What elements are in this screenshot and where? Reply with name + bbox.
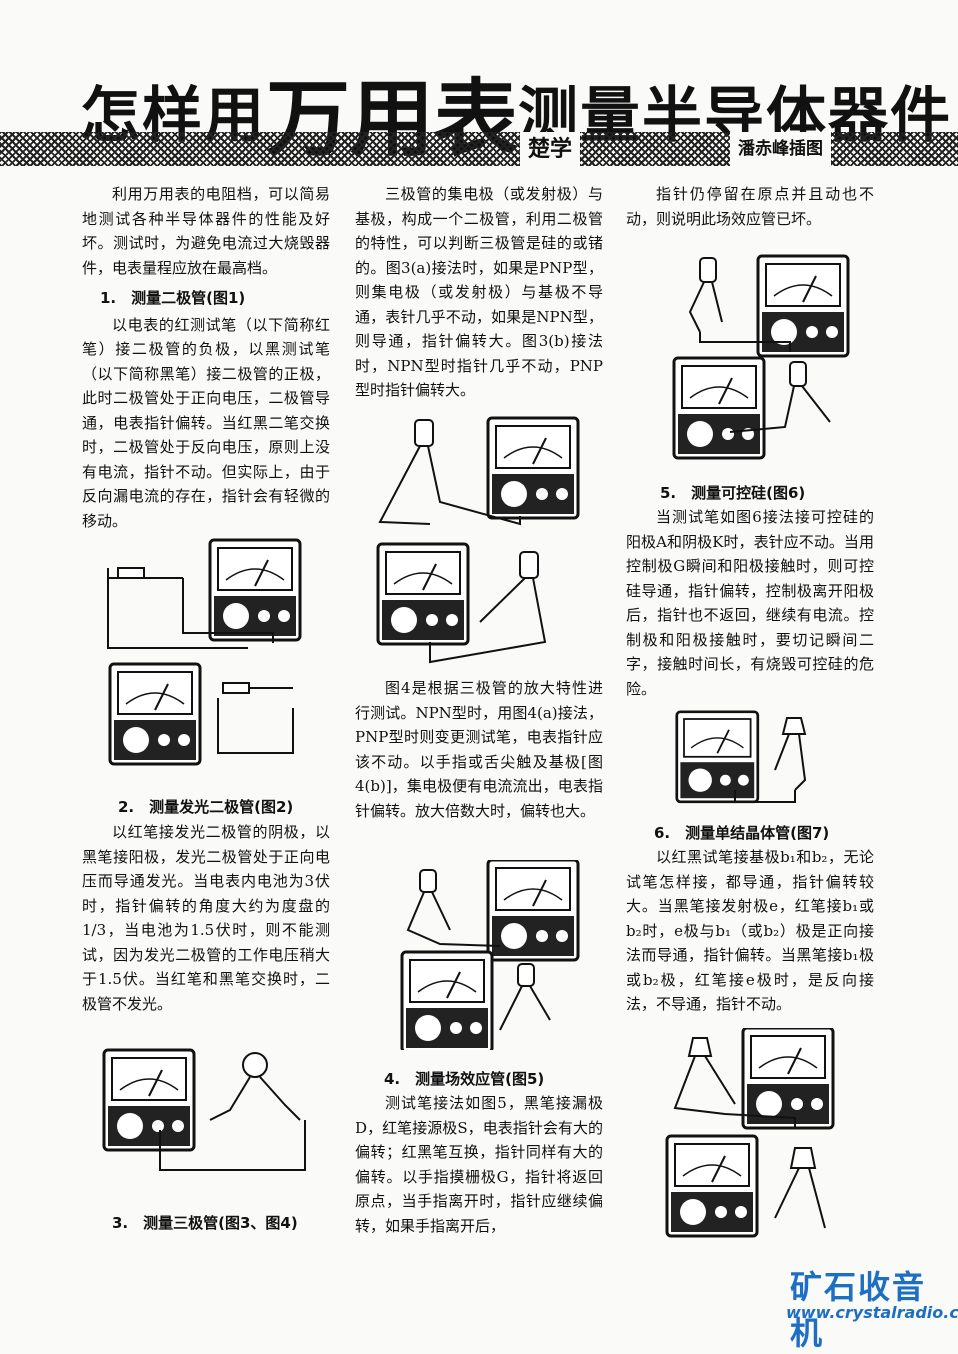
section-1-text: 以电表的红测试笔（以下简称红笔）接二极管的负极，以黑测试笔（以下简称黑笔）接二极…: [82, 315, 330, 530]
article-title: 怎样用万用表测量半导体器件: [80, 40, 950, 168]
column-1: 利用万用表的电阻档，可以简易地测试各种半导体器件的性能及好坏。测试时，为避免电流…: [82, 182, 330, 533]
section-5-heading: 5. 测量可控硅(图6): [660, 484, 806, 502]
fet-conclusion: 指针仍停留在原点并且动也不动，则说明此场效应管已坏。: [626, 185, 874, 228]
section-6-text: 以红黑试笔接基极b₁和b₂，无论试笔怎样接，都导通，指针偏转较大。当黑笔接发射极…: [626, 848, 874, 1013]
section-2-heading: 2. 测量发光二极管(图2): [118, 798, 294, 816]
transistor-paragraph-1: 三极管的集电极（或发射极）与基极，构成一个二极管，利用二极管的特性，可以判断三极…: [355, 185, 603, 399]
illustrator: 潘赤峰插图: [730, 132, 831, 166]
section-2-block: 以红笔接发光二极管的阴极，以黑笔接阳极，发光二极管处于正向电压而导通发光。当电表…: [82, 820, 330, 1016]
figure-4: [400, 860, 580, 1050]
column-3: 指针仍停留在原点并且动也不动，则说明此场效应管已坏。: [626, 182, 874, 231]
figure-7: [665, 1028, 835, 1238]
transistor-paragraph-2: 图4是根据三极管的放大特性进行测试。NPN型时，用图4(a)接法，PNP型时则变…: [355, 679, 603, 820]
header-band: 楚学 潘赤峰插图: [0, 132, 958, 166]
figure-1: [98, 538, 308, 768]
section-6-heading: 6. 测量单结晶体管(图7): [654, 824, 830, 842]
section-6-block: 以红黑试笔接基极b₁和b₂，无论试笔怎样接，都导通，指针偏转较大。当黑笔接发射极…: [626, 845, 874, 1017]
figure-6: [675, 710, 825, 810]
intro-paragraph: 利用万用表的电阻档，可以简易地测试各种半导体器件的性能及好坏。测试时，为避免电流…: [82, 185, 330, 277]
section-4-heading: 4. 测量场效应管(图5): [384, 1070, 545, 1088]
section-5-text: 当测试笔如图6接法接可控硅的阳极A和阴极K时，表针应不动。当用控制极G瞬间和阳极…: [626, 508, 874, 698]
section-4-block: 测试笔接法如图5，黑笔接漏极D，红笔接源极S，电表指针会有大的偏转；红黑笔互换，…: [355, 1091, 603, 1238]
section-3-heading: 3. 测量三极管(图3、图4): [112, 1214, 298, 1232]
figure-4-block: 图4是根据三极管的放大特性进行测试。NPN型时，用图4(a)接法，PNP型时则变…: [355, 676, 603, 823]
site-url[interactable]: www.crystalradio.cn: [786, 1303, 958, 1322]
author: 楚学: [520, 132, 581, 166]
section-5-block: 当测试笔如图6接法接可控硅的阳极A和阴极K时，表针应不动。当用控制极G瞬间和阳极…: [626, 505, 874, 701]
section-4-text: 测试笔接法如图5，黑笔接漏极D，红笔接源极S，电表指针会有大的偏转；红黑笔互换，…: [355, 1094, 603, 1235]
section-2-text: 以红笔接发光二极管的阴极，以黑笔接阳极，发光二极管处于正向电压而导通发光。当电表…: [82, 823, 330, 1013]
figure-3: [370, 412, 580, 672]
figure-5: [670, 252, 850, 462]
section-1-heading: 1. 测量二极管(图1): [100, 289, 246, 307]
column-2: 三极管的集电极（或发射极）与基极，构成一个二极管，利用二极管的特性，可以判断三极…: [355, 182, 603, 403]
figure-2: [100, 1040, 320, 1180]
